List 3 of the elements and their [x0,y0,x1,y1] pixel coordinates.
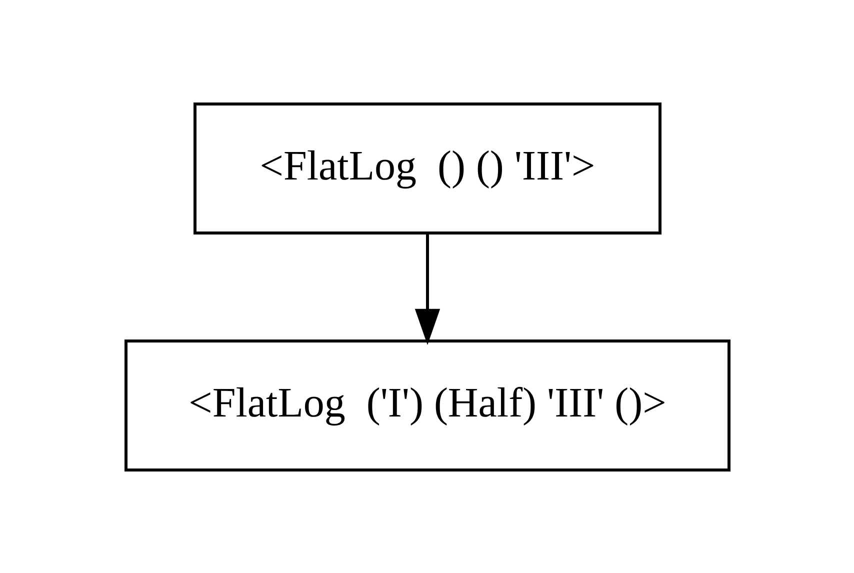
node-box: <FlatLog ('I') (Half) 'III' ()> [124,339,730,471]
node-box: <FlatLog () () 'III'> [193,102,661,234]
arrow [414,232,440,344]
